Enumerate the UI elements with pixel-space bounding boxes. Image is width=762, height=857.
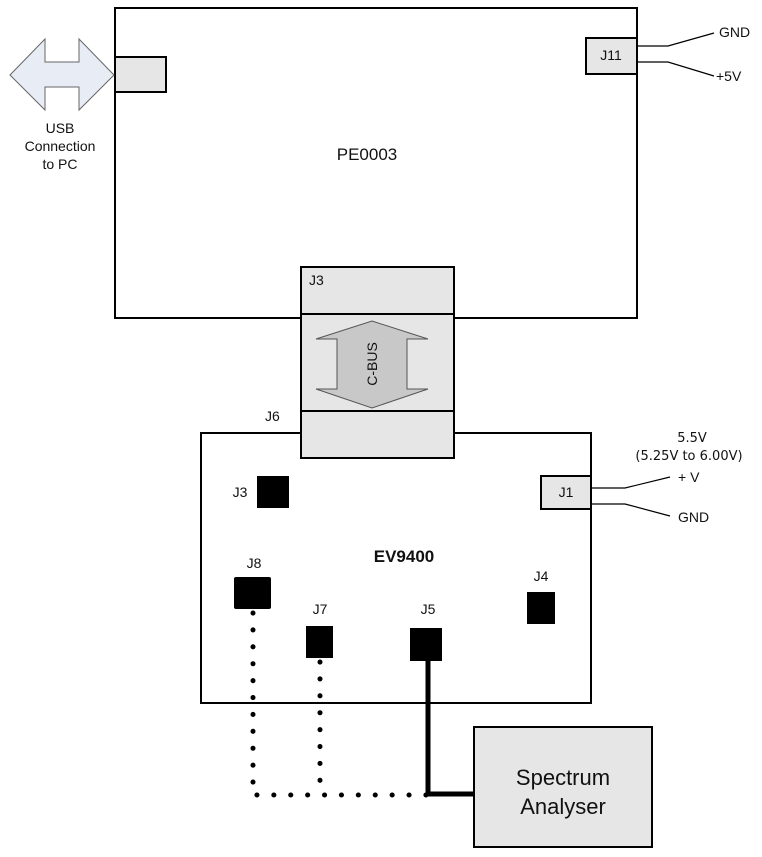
usb-connector <box>114 56 167 93</box>
j11-gnd-wire <box>637 32 715 47</box>
j3-label: J3 <box>233 484 248 500</box>
j11-label: J11 <box>600 47 622 63</box>
j8-label: J8 <box>247 555 262 571</box>
j4-label: J4 <box>534 568 549 584</box>
ev-j6-connector <box>300 410 455 459</box>
supply-voltage: 5.5V <box>677 431 707 446</box>
pe-j3-connector <box>300 266 455 315</box>
j11-connector <box>585 37 638 75</box>
j5-solid-cable <box>425 661 476 797</box>
j11-gnd-label: GND <box>719 24 750 40</box>
j11-5v-wire <box>637 61 715 77</box>
j1-label: J1 <box>559 484 574 500</box>
cbus-double-arrow-icon <box>315 320 429 409</box>
ev-j6-label: J6 <box>265 408 280 424</box>
j7-label: J7 <box>313 601 328 617</box>
pe-j3-label: J3 <box>309 272 324 288</box>
usb-label-line1: USB <box>46 120 75 136</box>
j5-label: J5 <box>421 601 436 617</box>
j1-gnd-label: GND <box>678 509 709 525</box>
spectrum-analyser-label-line1: Spectrum <box>516 765 610 790</box>
j1-connector <box>540 475 592 510</box>
j1-gnd-wire <box>591 503 671 517</box>
usb-label-line2: Connection <box>25 138 96 154</box>
j3-pad <box>257 476 289 508</box>
j7-pad <box>306 626 333 658</box>
j8-pad <box>234 577 271 609</box>
j4-pad <box>527 592 555 624</box>
usb-label-line3: to PC <box>42 156 77 172</box>
spectrum-analyser <box>473 726 653 848</box>
supply-range: (5.25V to 6.00V) <box>635 449 742 464</box>
j1-plus-wire <box>591 476 671 489</box>
spectrum-analyser-label-line2: Analyser <box>520 794 606 819</box>
cbus-label: C-BUS <box>364 342 380 386</box>
usb-double-arrow-icon <box>9 37 115 112</box>
j11-5v-label: +5V <box>716 68 742 84</box>
j5-pad <box>410 628 442 661</box>
pe0003-label: PE0003 <box>337 145 398 164</box>
ev9400-label: EV9400 <box>374 547 435 566</box>
j1-plus-label: + V <box>678 469 700 485</box>
